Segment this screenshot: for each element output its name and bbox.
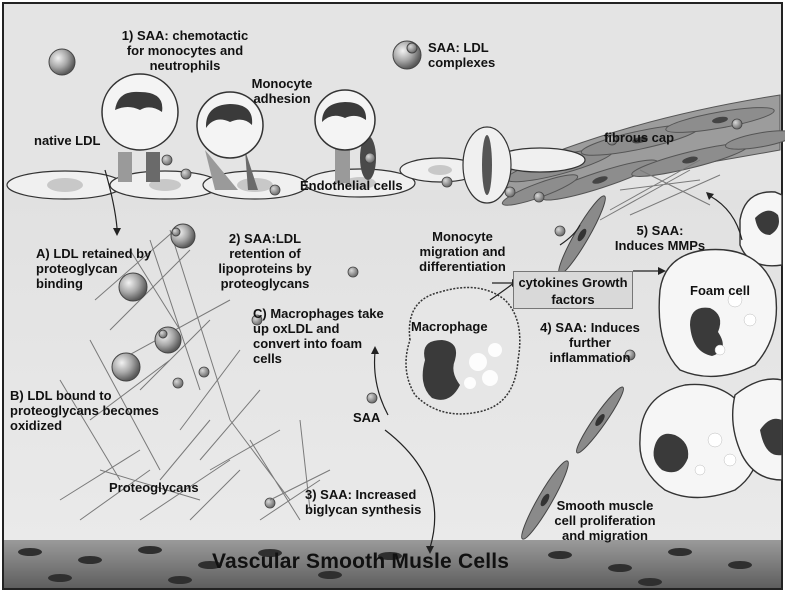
saa-particle bbox=[406, 42, 418, 54]
label-ldl-oxidized: B) LDL bound to proteoglycans becomes ox… bbox=[10, 388, 159, 433]
monocyte-3 bbox=[314, 89, 376, 183]
label-saa-biglycan: 3) SAA: Increased biglycan synthesis bbox=[305, 487, 422, 517]
label-foam-cell: Foam cell bbox=[690, 283, 750, 298]
label-proteoglycans: Proteoglycans bbox=[109, 480, 199, 495]
ldl-retained-3 bbox=[154, 326, 182, 354]
foam-cell-lipid bbox=[694, 292, 757, 476]
label-endothelial-cells: Endothelial cells bbox=[300, 178, 403, 193]
label-macrophages-take-up: C) Macrophages take up oxLDL and convert… bbox=[253, 306, 384, 366]
label-saa-chemotactic: 1) SAA: chemotactic for monocytes and ne… bbox=[121, 28, 249, 73]
label-monocyte-migration: Monocyte migration and differentiation bbox=[419, 229, 506, 274]
label-saa: SAA bbox=[353, 410, 381, 425]
ldl-oxidized bbox=[111, 352, 141, 382]
label-monocyte-adhesion: Monocyte adhesion bbox=[251, 76, 313, 106]
label-fibrous-cap: fibrous cap bbox=[604, 130, 675, 145]
migrating-smc-nuclei bbox=[540, 228, 605, 507]
vascular-smc-nuclei bbox=[18, 546, 752, 586]
proteoglycan-fibers bbox=[59, 159, 721, 521]
label-smooth-muscle-proliferation: Smooth muscle cell proliferation and mig… bbox=[554, 498, 656, 543]
foam-cell-nuclei bbox=[653, 210, 782, 473]
label-macrophage: Macrophage bbox=[411, 319, 488, 334]
macrophage-cell bbox=[405, 286, 521, 415]
transmigrating-nucleus bbox=[482, 135, 492, 195]
label-saa-ldl-retention: 2) SAA:LDL retention of lipoproteins by … bbox=[218, 231, 312, 291]
ldl-retained-2 bbox=[118, 272, 148, 302]
monocyte-1 bbox=[101, 73, 179, 182]
label-native-ldl: native LDL bbox=[34, 133, 101, 148]
label-saa-further-inflammation: 4) SAA: Induces further inflammation bbox=[540, 320, 640, 365]
label-vascular-smooth-muscle-cells: Vascular Smooth Musle Cells bbox=[212, 550, 510, 573]
label-saa-mmps: 5) SAA: Induces MMPs bbox=[614, 223, 706, 253]
cytokines-box: cytokines Growth factors bbox=[513, 271, 633, 309]
label-ldl-retained: A) LDL retained by proteoglycan binding bbox=[36, 246, 152, 291]
ldl-particle bbox=[48, 48, 76, 76]
label-saa-ldl-complexes: SAA: LDL complexes bbox=[428, 40, 496, 70]
saa-ldl-complex bbox=[392, 40, 422, 70]
arrows bbox=[104, 169, 743, 549]
monocyte-2 bbox=[196, 91, 264, 190]
